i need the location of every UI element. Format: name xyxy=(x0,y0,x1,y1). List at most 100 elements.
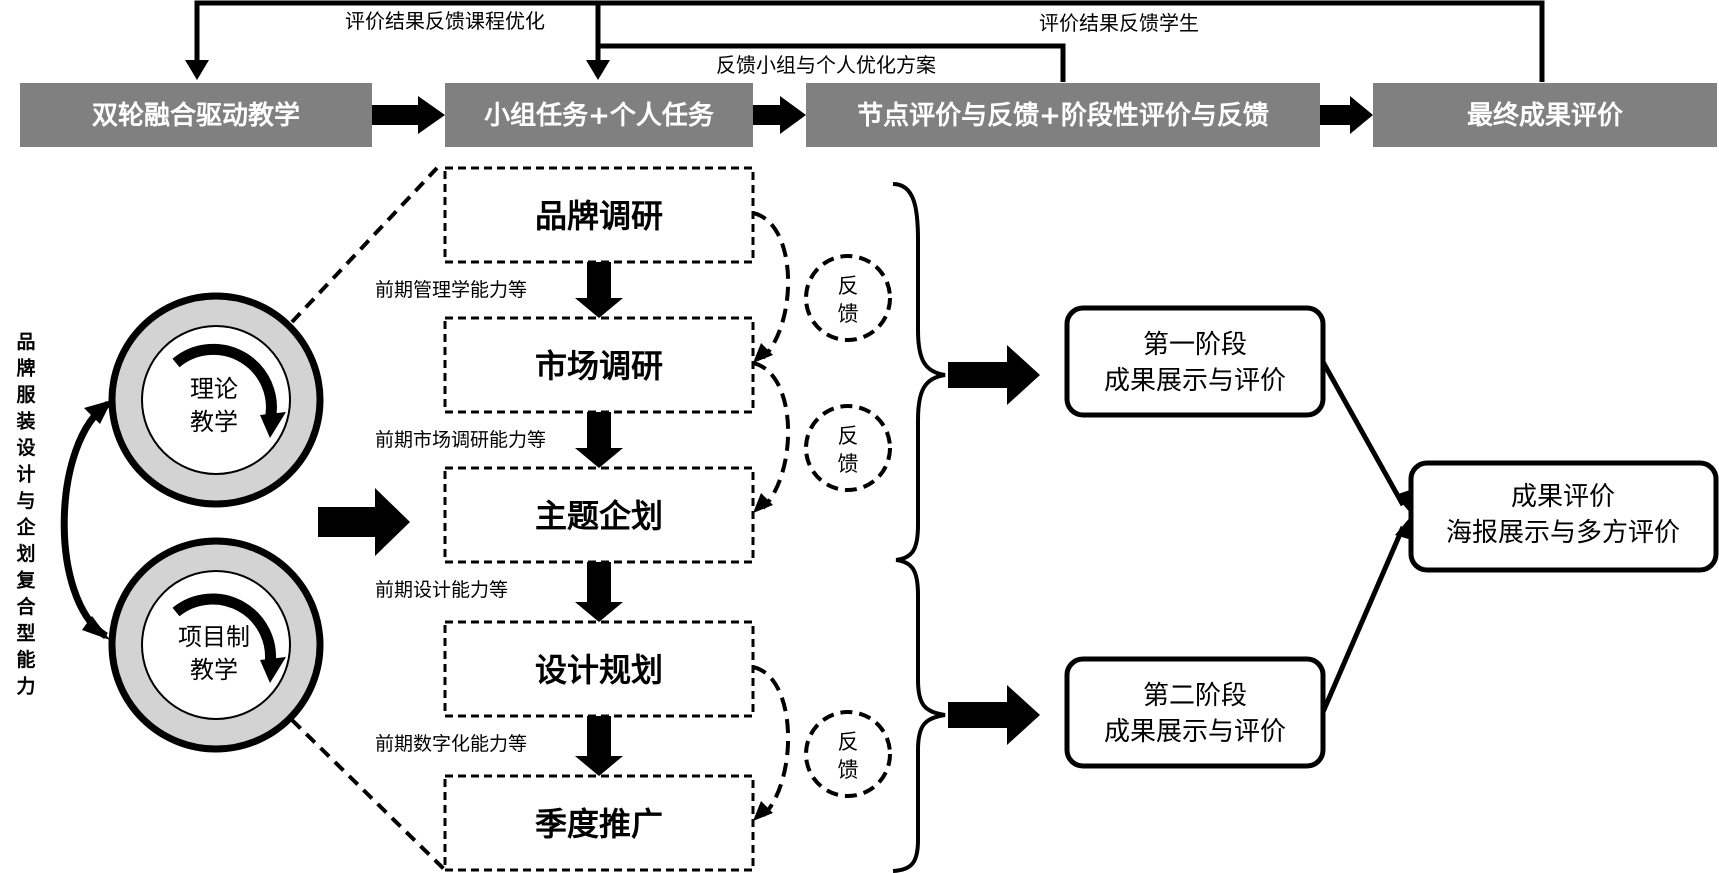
arrow-up-icon xyxy=(84,400,112,424)
arrow-down-icon xyxy=(575,716,623,776)
side-label-char: 服 xyxy=(16,384,36,406)
final-label-line2: 海报展示与多方评价 xyxy=(1446,518,1680,548)
feedback-badge-line2: 馈 xyxy=(838,302,859,326)
feedback-line-student xyxy=(586,0,1545,82)
feedback-line-group xyxy=(598,43,1066,82)
side-label-char: 型 xyxy=(16,622,35,645)
side-label: 品牌服装设计与企划复合型能力 xyxy=(15,331,36,698)
top-box-dual-drive: 双轮融合驱动教学 xyxy=(20,83,372,147)
feedback-badge: 反馈 xyxy=(804,254,892,342)
circle-label-line1: 项目制 xyxy=(178,623,250,651)
arrow-icon xyxy=(753,801,773,821)
step-box: 市场调研 xyxy=(443,316,755,414)
bracket-stage-one xyxy=(892,182,946,562)
arrow-down-icon xyxy=(575,562,623,622)
circle-label-line2: 教学 xyxy=(190,408,238,436)
capability-label: 前期管理学能力等 xyxy=(375,279,527,301)
side-label-char: 合 xyxy=(16,595,36,618)
feedback-student-label: 评价结果反馈学生 xyxy=(1039,11,1199,35)
arrow-right-icon xyxy=(948,685,1040,745)
side-label-char: 牌 xyxy=(16,357,35,380)
final-result-box: 成果评价 海报展示与多方评价 xyxy=(1408,460,1719,573)
top-box-label: 双轮融合驱动教学 xyxy=(92,100,300,131)
arrow-right-icon xyxy=(372,96,445,134)
feedback-curve xyxy=(752,211,790,360)
side-label-char: 设 xyxy=(16,437,35,459)
step-label: 主题企划 xyxy=(535,497,663,535)
stage-label-line2: 成果展示与评价 xyxy=(1104,366,1286,396)
step-box: 季度推广 xyxy=(443,774,755,872)
top-box-tasks: 小组任务+个人任务 xyxy=(445,83,753,147)
arrow-right-icon xyxy=(1320,96,1373,134)
step-label: 季度推广 xyxy=(535,805,663,843)
svg-text:品牌服装设计与企划复合型能力: 品牌服装设计与企划复合型能力 xyxy=(15,331,36,698)
feedback-badge: 反馈 xyxy=(804,710,892,798)
dashed-connector-top xyxy=(290,166,439,324)
feedback-badge-line2: 馈 xyxy=(838,758,859,782)
arrow-icon xyxy=(1395,515,1412,540)
cycle-arrow xyxy=(60,400,112,640)
side-label-char: 复 xyxy=(15,569,36,592)
feedback-curve xyxy=(752,361,790,510)
step-label: 市场调研 xyxy=(535,347,663,385)
rotate-arrow-icon xyxy=(172,343,277,422)
arrow-down-icon xyxy=(82,616,110,640)
stage-label-line1: 第一阶段 xyxy=(1143,330,1247,360)
feedback-course-label: 评价结果反馈课程优化 xyxy=(345,9,545,33)
bracket-stage-two xyxy=(892,558,946,873)
dashed-connector-bottom xyxy=(290,718,447,872)
side-label-char: 企 xyxy=(15,516,36,539)
feedback-badge-line1: 反 xyxy=(838,274,859,298)
capability-label: 前期数字化能力等 xyxy=(375,733,527,755)
arrow-down-icon xyxy=(185,60,209,80)
side-label-char: 装 xyxy=(15,410,35,433)
connector-stage-two xyxy=(1320,526,1406,713)
top-box-label: 小组任务+个人任务 xyxy=(484,100,714,131)
arrow-right-icon xyxy=(318,488,410,556)
top-box-label: 最终成果评价 xyxy=(1467,100,1624,131)
theory-teaching-circle: 理论 教学 xyxy=(108,292,324,508)
arrow-down-icon xyxy=(575,412,623,468)
arrow-down-icon xyxy=(586,60,610,80)
arrow-icon xyxy=(1395,490,1412,515)
side-label-char: 能 xyxy=(16,648,35,671)
circle-label-line2: 教学 xyxy=(190,656,238,684)
stage-two-box: 第二阶段 成果展示与评价 xyxy=(1064,656,1326,769)
stage-label-line1: 第二阶段 xyxy=(1143,681,1247,711)
arrow-icon xyxy=(753,343,773,363)
capability-label: 前期设计能力等 xyxy=(375,579,508,601)
feedback-line-course xyxy=(185,0,600,80)
capability-label: 前期市场调研能力等 xyxy=(375,429,546,451)
step-box: 品牌调研 xyxy=(443,166,755,264)
side-label-char: 品 xyxy=(16,331,35,353)
feedback-badge-line1: 反 xyxy=(838,730,859,754)
step-box: 主题企划 xyxy=(443,466,755,564)
side-label-char: 力 xyxy=(16,675,35,698)
project-teaching-circle: 项目制 教学 xyxy=(108,537,324,753)
step-label: 品牌调研 xyxy=(535,197,663,235)
feedback-group-label: 反馈小组与个人优化方案 xyxy=(716,53,936,77)
arrow-down-icon xyxy=(575,262,623,318)
feedback-curve xyxy=(752,665,791,818)
side-label-char: 计 xyxy=(16,464,35,486)
rotate-arrow-icon xyxy=(172,593,277,666)
arrow-right-icon xyxy=(753,96,806,134)
arrow-right-icon xyxy=(948,345,1040,405)
side-label-char: 划 xyxy=(16,542,35,565)
stage-label-line2: 成果展示与评价 xyxy=(1104,717,1286,747)
top-box-final-evaluation: 最终成果评价 xyxy=(1373,83,1717,147)
final-label-line1: 成果评价 xyxy=(1511,482,1615,512)
top-box-node-evaluation: 节点评价与反馈+阶段性评价与反馈 xyxy=(806,83,1320,147)
step-box: 设计规划 xyxy=(443,620,755,718)
side-label-char: 与 xyxy=(16,490,35,512)
top-box-label: 节点评价与反馈+阶段性评价与反馈 xyxy=(857,100,1269,131)
feedback-badge-line1: 反 xyxy=(838,424,859,448)
arrow-icon xyxy=(753,493,773,513)
feedback-badge-line2: 馈 xyxy=(838,452,859,476)
connector-stage-one xyxy=(1320,360,1406,507)
feedback-badge: 反馈 xyxy=(804,404,892,492)
circle-label-line1: 理论 xyxy=(190,375,238,403)
stage-one-box: 第一阶段 成果展示与评价 xyxy=(1064,305,1326,418)
